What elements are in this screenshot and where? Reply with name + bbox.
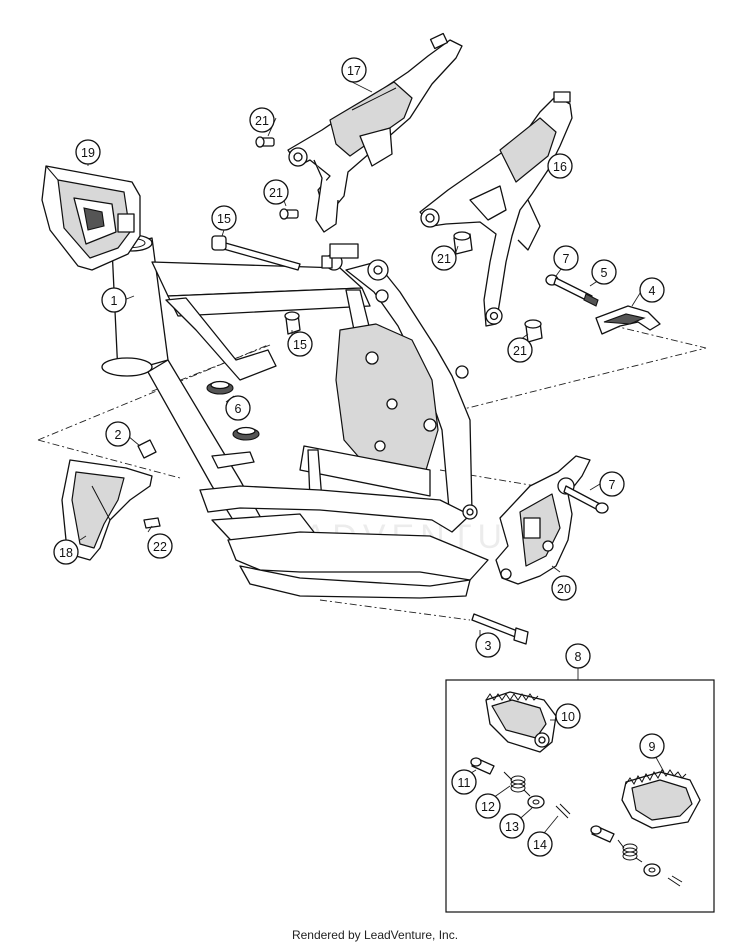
footpeg-kit-box xyxy=(445,668,715,913)
svg-text:3: 3 xyxy=(485,639,492,653)
callout-21-c[interactable]: 21 xyxy=(431,245,457,271)
svg-text:15: 15 xyxy=(217,212,231,226)
footer-credit: Rendered by LeadVenture, Inc. xyxy=(291,928,459,942)
svg-text:2: 2 xyxy=(115,428,122,442)
svg-text:8: 8 xyxy=(575,650,582,664)
footpeg-bracket[interactable] xyxy=(495,455,591,585)
main-frame[interactable] xyxy=(101,234,489,599)
callout-16[interactable]: 16 xyxy=(547,153,573,179)
svg-text:10: 10 xyxy=(561,710,575,724)
callout-20[interactable]: 20 xyxy=(551,575,577,601)
svg-text:21: 21 xyxy=(437,252,451,266)
svg-text:11: 11 xyxy=(458,776,471,790)
svg-text:19: 19 xyxy=(81,146,95,160)
screw-22[interactable] xyxy=(143,517,161,529)
callout-21-b[interactable]: 21 xyxy=(263,179,289,205)
svg-text:18: 18 xyxy=(59,546,73,560)
svg-text:21: 21 xyxy=(269,186,283,200)
callout-9[interactable]: 9 xyxy=(639,733,665,759)
callout-8[interactable]: 8 xyxy=(565,643,591,669)
bushing-15[interactable] xyxy=(284,311,301,335)
svg-text:13: 13 xyxy=(505,820,519,834)
svg-text:1: 1 xyxy=(111,294,118,308)
svg-text:4: 4 xyxy=(649,284,656,298)
svg-text:5: 5 xyxy=(601,266,608,280)
callout-21-d[interactable]: 21 xyxy=(507,337,533,363)
svg-text:16: 16 xyxy=(553,160,567,174)
svg-text:7: 7 xyxy=(609,478,616,492)
callout-3[interactable]: 3 xyxy=(475,632,501,658)
callout-17[interactable]: 17 xyxy=(341,57,367,83)
svg-text:20: 20 xyxy=(557,582,571,596)
bolt-7-lower[interactable] xyxy=(563,485,609,514)
bolt-3[interactable] xyxy=(471,613,529,645)
callout-2[interactable]: 2 xyxy=(105,421,131,447)
nut-2[interactable] xyxy=(137,439,157,459)
bolt-5-7-upper[interactable] xyxy=(545,274,599,307)
svg-text:15: 15 xyxy=(293,338,307,352)
callout-10[interactable]: 10 xyxy=(555,703,581,729)
callout-11[interactable]: 11 xyxy=(451,769,477,795)
bolt-15-long[interactable] xyxy=(211,235,301,271)
callout-15-upper[interactable]: 15 xyxy=(211,205,237,231)
svg-text:14: 14 xyxy=(533,838,547,852)
svg-text:21: 21 xyxy=(255,114,269,128)
callout-21-a[interactable]: 21 xyxy=(249,107,275,133)
subframe-right[interactable] xyxy=(419,91,573,327)
callout-7-upper[interactable]: 7 xyxy=(553,245,579,271)
callout-5[interactable]: 5 xyxy=(591,259,617,285)
callout-18[interactable]: 18 xyxy=(53,539,79,565)
callout-12[interactable]: 12 xyxy=(475,793,501,819)
callout-1[interactable]: 1 xyxy=(101,287,127,313)
chain-guide-piece[interactable] xyxy=(595,305,661,335)
callout-7-lower[interactable]: 7 xyxy=(599,471,625,497)
svg-text:6: 6 xyxy=(235,402,242,416)
callout-13[interactable]: 13 xyxy=(499,813,525,839)
callout-19[interactable]: 19 xyxy=(75,139,101,165)
screws-21[interactable] xyxy=(255,136,543,343)
callout-6[interactable]: 6 xyxy=(225,395,251,421)
svg-text:9: 9 xyxy=(649,740,656,754)
svg-text:17: 17 xyxy=(347,64,361,78)
callout-4[interactable]: 4 xyxy=(639,277,665,303)
svg-text:7: 7 xyxy=(563,252,570,266)
subframe-left[interactable] xyxy=(287,32,463,233)
airbox-cover[interactable] xyxy=(41,165,141,271)
callout-22[interactable]: 22 xyxy=(147,533,173,559)
callout-14[interactable]: 14 xyxy=(527,831,553,857)
svg-text:12: 12 xyxy=(481,800,495,814)
frame-guard[interactable] xyxy=(61,459,153,561)
svg-text:22: 22 xyxy=(153,540,167,554)
callout-15-lower[interactable]: 15 xyxy=(287,331,313,357)
svg-text:21: 21 xyxy=(513,344,527,358)
